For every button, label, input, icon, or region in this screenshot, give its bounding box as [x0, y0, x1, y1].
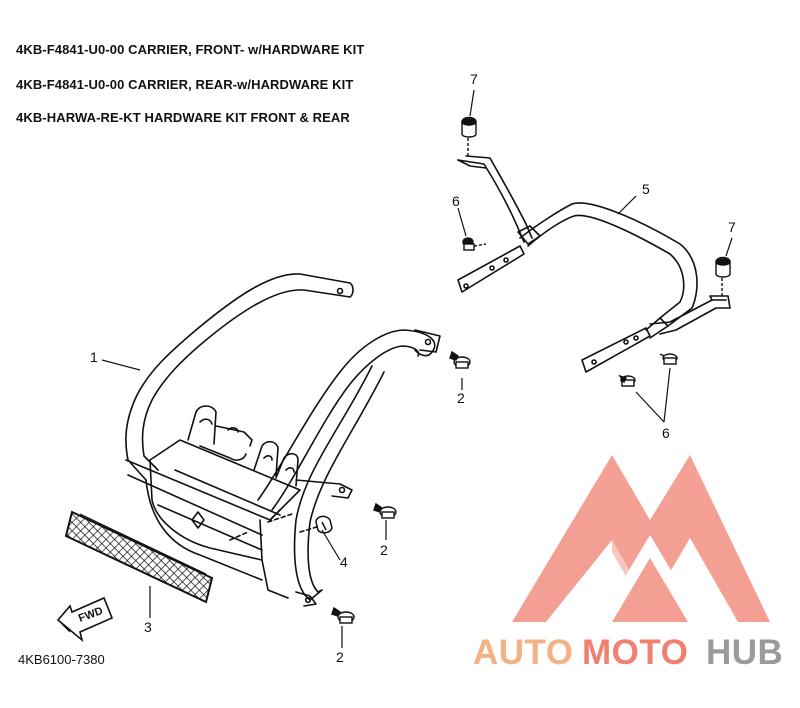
bolt-front-right-part: [449, 350, 471, 369]
bolt-rear-left-part: [462, 237, 487, 251]
callout-4: 4: [340, 554, 348, 570]
leader-5: [617, 195, 637, 215]
header-line-front-carrier: 4KB-F4841-U0-00 CARRIER, FRONT- w/HARDWA…: [16, 42, 365, 57]
callout-1: 1: [90, 349, 98, 365]
front-carrier-part: [125, 273, 441, 607]
callout-2-bottom: 2: [336, 649, 344, 665]
watermark-moto: MOTO: [582, 633, 688, 672]
bolts-rear-right-part: [618, 353, 678, 387]
diagram-code: 4KB6100-7380: [18, 652, 105, 667]
fwd-arrow-icon: FWD: [56, 596, 114, 643]
callout-7-right: 7: [728, 219, 736, 235]
bolt-bottom-part: [331, 606, 355, 624]
cap-right-part: [715, 256, 731, 296]
callout-2-mid-right: 2: [380, 542, 388, 558]
callout-6-right: 6: [662, 425, 670, 441]
bolt-mid-right-part: [373, 502, 397, 519]
callout-2-front-right: 2: [457, 390, 465, 406]
callout-6-left: 6: [452, 193, 460, 209]
grille-part: [64, 510, 214, 604]
callout-5: 5: [642, 181, 650, 197]
leader-7a: [469, 89, 475, 117]
washer-part: [315, 515, 333, 534]
leader-6b: [635, 367, 671, 423]
cap-left-part: [461, 116, 477, 156]
callout-7-left: 7: [470, 71, 478, 87]
watermark-auto: AUTO: [473, 633, 574, 672]
callout-3: 3: [144, 619, 152, 635]
watermark-hub: HUB: [706, 633, 783, 672]
header-line-rear-carrier: 4KB-F4841-U0-00 CARRIER, REAR-w/HARDWARE…: [16, 77, 354, 92]
leader-1: [101, 359, 141, 371]
leader-6a: [457, 207, 467, 237]
leader-7b: [725, 237, 733, 257]
rear-carrier-part: [457, 155, 731, 373]
header-line-hardware-kit: 4KB-HARWA-RE-KT HARDWARE KIT FRONT & REA…: [16, 110, 350, 125]
watermark-logo: [512, 455, 770, 622]
leader-4: [321, 529, 341, 561]
